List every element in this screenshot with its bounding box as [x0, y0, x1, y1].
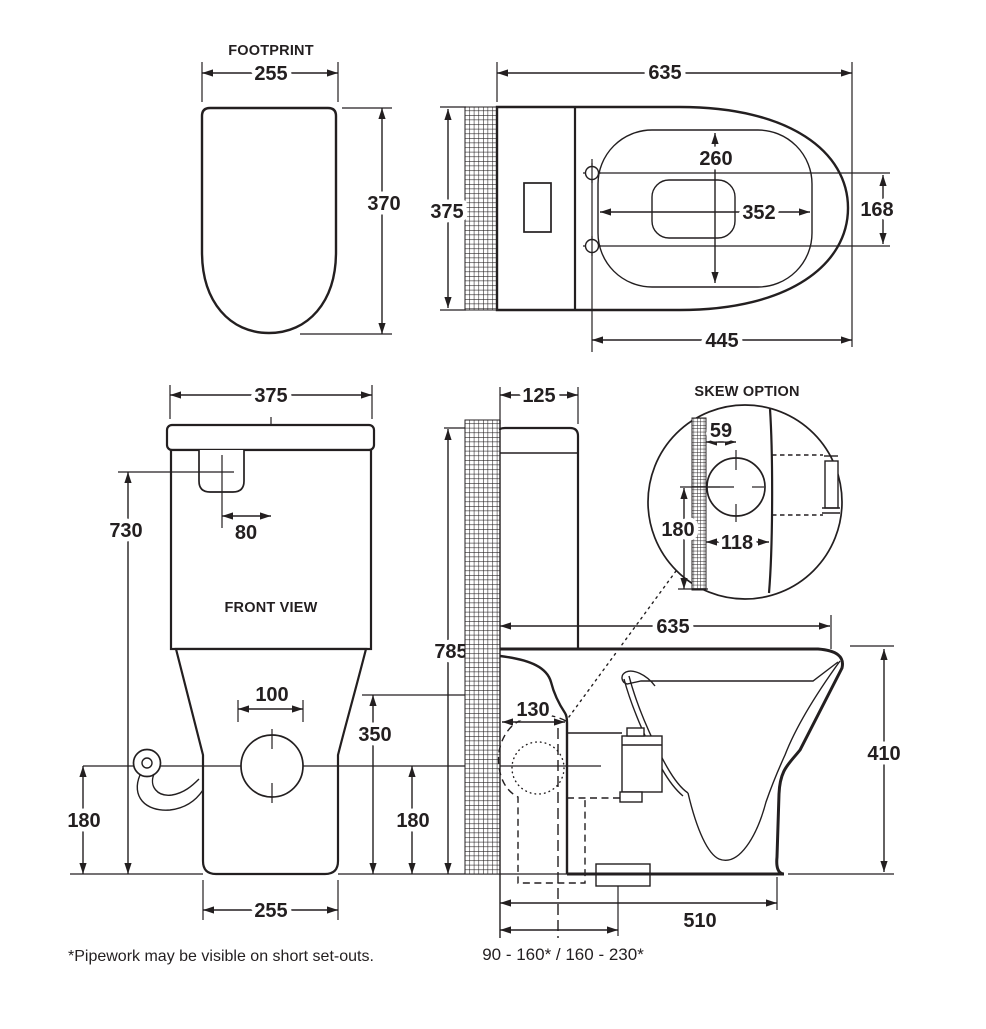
- footprint-width-label: 255: [254, 63, 287, 85]
- skew-option-detail: SKEW OPTION 59 180 118: [565, 381, 843, 722]
- plan-view: 635 375 260 352 168 445: [426, 58, 898, 357]
- footprint-view: FOOTPRINT 255 370: [200, 40, 405, 335]
- plan-width-label: 375: [430, 201, 463, 223]
- pan-height-label: 410: [867, 743, 900, 765]
- plan-seat-ring: [597, 129, 813, 288]
- hidden-trap-outline: [497, 714, 586, 884]
- hinge-centres-label: 168: [860, 199, 893, 221]
- skew-offset-label: 59: [710, 420, 732, 442]
- cistern-depth-label: 125: [522, 385, 555, 407]
- water-supply-hose: [136, 774, 204, 811]
- mid-height-label: 350: [358, 724, 391, 746]
- trap-height-label: 180: [396, 810, 429, 832]
- front-view: FRONT VIEW 375 80 730 100 180 255 350 18…: [63, 381, 601, 927]
- button-height-label: 730: [109, 520, 142, 542]
- footprint-title: FOOTPRINT: [228, 43, 314, 59]
- plan-length-label: 635: [648, 62, 681, 84]
- skew-connector-bracket: [822, 455, 840, 514]
- seat-inner-width-label: 260: [699, 148, 732, 170]
- side-view: 125 635 130 410 510 90 - 160* / 160 - 23…: [464, 381, 905, 964]
- side-wall-hatch: [464, 419, 501, 875]
- skew-height-label: 180: [661, 519, 694, 541]
- setout-range-label: 90 - 160* / 160 - 230*: [482, 945, 644, 964]
- pipework-footnote: *Pipework may be visible on short set-ou…: [68, 948, 374, 965]
- skew-option-title: SKEW OPTION: [694, 384, 799, 400]
- inlet-height-label: 180: [67, 810, 100, 832]
- front-cistern-lid: [165, 423, 376, 452]
- skew-pan-edge: [767, 408, 774, 594]
- base-depth-label: 510: [683, 910, 716, 932]
- footprint-outline: [200, 106, 338, 335]
- hidden-waste-outlet: [511, 741, 565, 795]
- detail-leader-line: [565, 570, 677, 722]
- side-cistern: [498, 426, 580, 648]
- skew-wall-hatch: [691, 417, 707, 591]
- seat-inner-length-label: 352: [742, 202, 775, 224]
- side-depth-label: 635: [656, 616, 689, 638]
- plan-wall-hatch: [464, 106, 501, 311]
- front-view-title: FRONT VIEW: [224, 600, 317, 616]
- side-pan-rear: [499, 654, 569, 874]
- floor-spigot: [595, 863, 651, 887]
- rear-clearance-label: 130: [516, 699, 549, 721]
- button-offset-label: 80: [235, 522, 257, 544]
- seat-length-label: 445: [705, 330, 738, 352]
- base-width-label: 255: [254, 900, 287, 922]
- front-width-label: 375: [254, 385, 287, 407]
- plan-flush-button: [523, 182, 552, 233]
- inlet-width-label: 100: [255, 684, 288, 706]
- side-pan-outline: [500, 647, 844, 876]
- skew-inset-label: 118: [721, 532, 753, 554]
- footprint-depth-label: 370: [367, 193, 400, 215]
- overall-height-label: 785: [434, 641, 467, 663]
